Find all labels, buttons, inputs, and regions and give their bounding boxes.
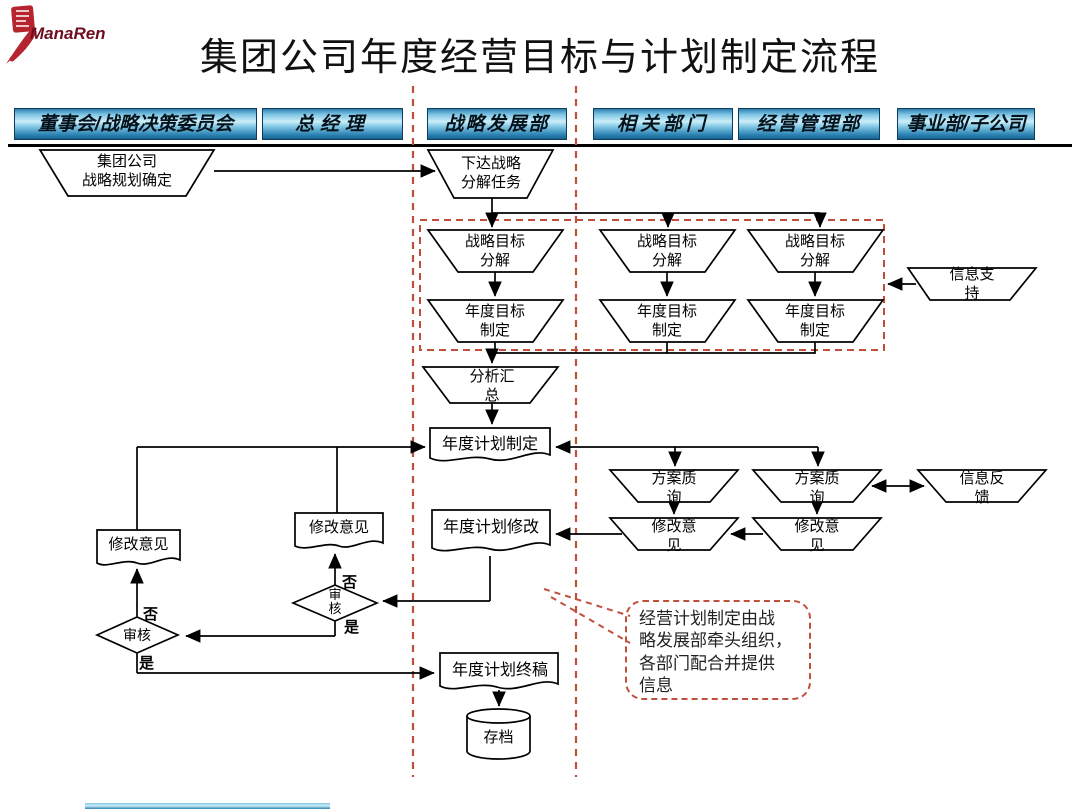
node-strategy-confirm-shape	[38, 149, 216, 197]
node-archive-label: 存档	[483, 729, 514, 746]
node-archive-cylinder-body	[466, 716, 531, 760]
node-assign-task-shape	[426, 149, 555, 199]
node-analyze-summary-shape	[421, 366, 560, 404]
node-annual-plan-final-label: 年度计划终稿	[451, 662, 548, 679]
node-annual-goal-shape-2	[598, 299, 737, 343]
callout-note: 经营计划制定由战 略发展部牵头组织， 各部门配合并提供 信息	[625, 600, 811, 700]
callout-leader-lines	[543, 588, 631, 644]
decompose-group-dashed-box	[419, 219, 885, 351]
node-revise-opinion-shape-2	[751, 517, 883, 551]
gm-review-no-label: 否	[342, 574, 358, 591]
node-goal-decompose-label-1: 战略目标 分解	[464, 233, 525, 269]
node-info-support-shape	[906, 267, 1038, 301]
node-annual-goal-label-1: 年度目标 制定	[464, 303, 525, 339]
node-board-revise-doc-shape	[96, 529, 181, 566]
lane-dashed-lines	[411, 86, 578, 777]
node-info-support-label: 信息支 持	[949, 266, 995, 302]
node-goal-decompose-label-2: 战略目标 分解	[636, 233, 697, 269]
node-archive-cylinder-top	[466, 708, 531, 724]
node-info-feedback-label: 信息反 馈	[959, 470, 1005, 506]
bottom-strip	[85, 803, 330, 809]
node-plan-inquiry-label-1: 方案质 询	[651, 470, 697, 506]
node-gm-revise-doc-label: 修改意见	[308, 519, 369, 536]
board-review-yes-label: 是	[139, 655, 155, 672]
node-revise-opinion-label-1: 修改意 见	[651, 518, 697, 554]
node-plan-inquiry-label-2: 方案质 询	[794, 470, 840, 506]
lane-header-gm: 总经理	[262, 108, 403, 140]
lane-header-board: 董事会/战略决策委员会	[14, 108, 257, 140]
node-strategy-confirm-label: 集团公司 战略规划确定	[81, 153, 172, 189]
lane-header-mgmt-dept: 经营管理部	[738, 108, 880, 140]
node-annual-goal-shape-1	[426, 299, 565, 343]
node-annual-plan-make-label: 年度计划制定	[441, 436, 538, 453]
node-goal-decompose-shape-3	[746, 229, 885, 273]
node-annual-goal-shape-3	[746, 299, 885, 343]
node-plan-inquiry-shape-2	[751, 469, 883, 503]
node-gm-revise-doc-shape	[294, 512, 384, 549]
lane-header-related-dept: 相关部门	[593, 108, 733, 140]
node-assign-task-label: 下达战略 分解任务	[460, 155, 521, 191]
node-revise-opinion-shape-1	[608, 517, 740, 551]
board-review-no-label: 否	[143, 606, 159, 623]
connectors	[130, 164, 925, 707]
node-goal-decompose-shape-1	[426, 229, 565, 273]
node-annual-goal-label-2: 年度目标 制定	[636, 303, 697, 339]
node-board-revise-doc-label: 修改意见	[108, 536, 169, 553]
logo-seal-icon	[6, 5, 37, 64]
node-gm-review-diamond	[290, 584, 380, 622]
node-annual-goal-label-3: 年度目标 制定	[784, 303, 845, 339]
gm-review-yes-label: 是	[344, 619, 360, 636]
node-goal-decompose-label-3: 战略目标 分解	[784, 233, 845, 269]
node-gm-review-label: 审 核	[328, 587, 342, 616]
logo-brand: ManaRen	[30, 24, 106, 43]
header-rule	[8, 144, 1072, 147]
node-annual-plan-revise-label: 年度计划修改	[442, 519, 539, 536]
node-goal-decompose-shape-2	[598, 229, 737, 273]
node-info-feedback-shape	[916, 469, 1048, 503]
lane-header-strategy-dept: 战略发展部	[427, 108, 567, 140]
node-revise-opinion-label-2: 修改意 见	[794, 518, 840, 554]
node-analyze-summary-label: 分析汇 总	[469, 368, 515, 404]
lane-header-subsidiary: 事业部/子公司	[897, 108, 1035, 140]
node-annual-plan-final-shape	[439, 652, 559, 690]
node-board-review-diamond	[94, 616, 181, 654]
node-plan-inquiry-shape-1	[608, 469, 740, 503]
node-annual-plan-revise-shape	[431, 509, 551, 552]
page-title: 集团公司年度经营目标与计划制定流程	[199, 37, 880, 79]
node-annual-plan-make-shape	[429, 427, 551, 462]
node-board-review-label: 审核	[123, 627, 151, 643]
